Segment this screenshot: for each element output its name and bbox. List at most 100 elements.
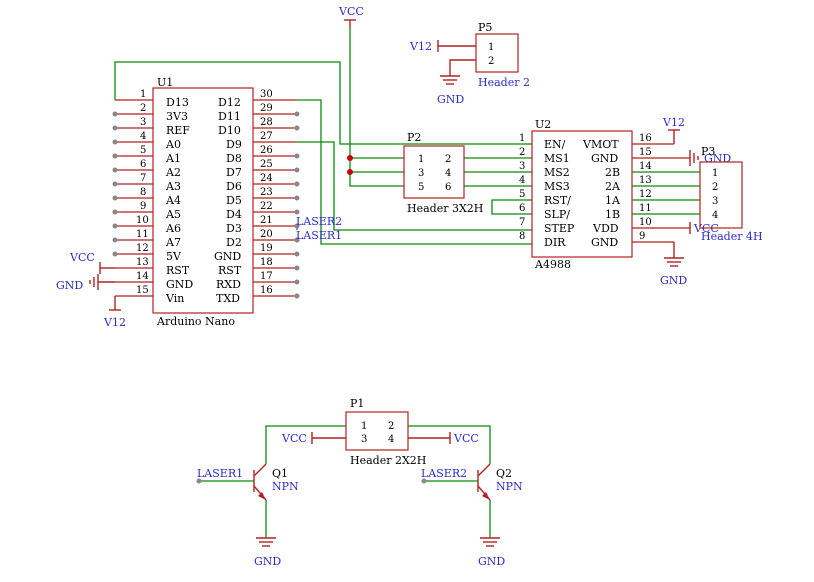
- q1-gnd-symbol: GND: [254, 537, 281, 568]
- q2-npn-transistor[interactable]: Q2 NPN LASER2: [421, 463, 523, 501]
- q1-gnd-label: GND: [254, 555, 281, 568]
- u1-pin-num: 5: [140, 145, 146, 156]
- u1-pin-num: 20: [260, 229, 273, 240]
- u2-pin-num: 15: [639, 147, 652, 158]
- q1-npn-transistor[interactable]: Q1 NPN LASER1: [196, 463, 300, 501]
- p2-pin: 4: [445, 168, 451, 179]
- u2-pin-name: RST/: [544, 194, 571, 207]
- u1-gnd-label: GND: [56, 279, 83, 292]
- u1-pin-name: D3: [226, 222, 242, 235]
- u1-pin-num: 19: [260, 243, 273, 254]
- u1-pin-num: 29: [260, 103, 273, 114]
- u1-pin-name: 5V: [166, 250, 182, 263]
- u1-pin-name: A4: [165, 194, 181, 207]
- q2-value: NPN: [496, 480, 523, 493]
- u1-pin-num: 1: [140, 89, 146, 100]
- vcc-top-label: VCC: [338, 5, 364, 18]
- u1-pin-name: A6: [165, 222, 181, 235]
- u1-pin-num: 9: [140, 201, 146, 212]
- u1-pin-num: 25: [260, 159, 273, 170]
- u2-pin-name: EN/: [544, 138, 566, 151]
- u1-pin-name: A3: [165, 180, 181, 193]
- u1-pin-name: Vin: [165, 292, 184, 305]
- p3-pin: 4: [712, 210, 718, 221]
- q2-laser2-label: LASER2: [421, 467, 467, 480]
- u1-pin-name: D7: [226, 166, 242, 179]
- u2-pin-num: 1: [519, 133, 525, 144]
- u1-pin-name: D11: [218, 110, 241, 123]
- u2-pin-name: VMOT: [582, 138, 619, 151]
- u1-value: Arduino Nano: [156, 315, 235, 328]
- u1-pin-name: A1: [165, 152, 181, 165]
- u1-pin-name: A5: [165, 208, 181, 221]
- u1-pin-num: 13: [136, 257, 149, 268]
- junction-dots: [347, 155, 353, 175]
- u1-pin-num: 14: [136, 271, 149, 282]
- p1-vcc-right-label: VCC: [453, 432, 479, 445]
- u2-pin-name: DIR: [544, 236, 566, 249]
- u1-pin-name: D6: [226, 180, 242, 193]
- vcc-top-port: VCC: [338, 5, 364, 28]
- u1-pin-num: 16: [260, 285, 273, 296]
- p1-pin: 2: [388, 421, 394, 432]
- u1-v12-label: V12: [103, 316, 126, 329]
- u1-pin-num: 22: [260, 201, 273, 212]
- p1-body: [345, 411, 409, 451]
- u2-pin-name: 2A: [605, 180, 621, 193]
- q2-gnd-label: GND: [478, 555, 505, 568]
- p2-header-3x2h[interactable]: P2 Header 3X2H 1 2 3 4 5 6: [403, 131, 483, 215]
- p1-header-2x2h[interactable]: P1 Header 2X2H 1 2 3 4 VCC VCC: [281, 397, 479, 467]
- u2-pin-num: 6: [519, 203, 525, 214]
- u2-pin-num: 8: [519, 231, 525, 242]
- p3-header-4h[interactable]: P3 Header 4H 1 2 3 4: [699, 145, 763, 243]
- u1-v12-port: V12: [103, 296, 126, 329]
- u1-pin-num: 26: [260, 145, 273, 156]
- u1-arduino-nano[interactable]: U1 Arduino Nano: [112, 76, 300, 328]
- p1-vcc-left-label: VCC: [281, 432, 307, 445]
- u2-pin-num: 16: [639, 133, 652, 144]
- u1-pin-name: REF: [166, 124, 190, 137]
- u2-gnd9-symbol: GND: [660, 242, 687, 287]
- u1-pin-name: RXD: [216, 278, 241, 291]
- u1-pin-name: D4: [226, 208, 242, 221]
- u1-pin-name: A0: [165, 138, 181, 151]
- p3-pin: 2: [712, 182, 718, 193]
- u1-pin-num: 24: [260, 173, 273, 184]
- u1-pin-name: RST: [218, 264, 242, 277]
- u1-pin-num: 27: [260, 131, 273, 142]
- u1-vcc-port: VCC: [69, 251, 115, 274]
- p3-ref: P3: [701, 145, 715, 158]
- p5-pin: 1: [488, 42, 494, 53]
- p2-pin: 5: [418, 182, 424, 193]
- p2-pin: 2: [445, 154, 451, 165]
- p3-pin: 3: [712, 196, 718, 207]
- q1-ref: Q1: [272, 467, 288, 480]
- u1-gnd-symbol: GND: [56, 274, 115, 292]
- u1-right-pin-nc-dots: [294, 111, 300, 299]
- p5-ref: P5: [478, 21, 492, 34]
- laser-net-labels: LASER2 LASER1: [294, 215, 342, 243]
- u1-pin-name: 3V3: [166, 110, 188, 123]
- p1-value: Header 2X2H: [350, 454, 426, 467]
- u1-pin-name: D13: [166, 96, 189, 109]
- p2-body: [403, 145, 465, 199]
- laser2-label: LASER2: [296, 215, 342, 228]
- u1-pin-num: 3: [140, 117, 146, 128]
- u1-pin-name: D8: [226, 152, 242, 165]
- p5-header-2[interactable]: P5 Header 2 1 2 V12 GND: [409, 21, 530, 106]
- u2-pin-name: STEP: [544, 222, 575, 235]
- u1-pin-name: D12: [218, 96, 241, 109]
- u1-pin-num: 12: [136, 243, 149, 254]
- u2-right-pins: [632, 143, 690, 243]
- u1-pin-num: 30: [260, 89, 273, 100]
- u2-a4988[interactable]: U2 A4988 1 2 3 4 5 6 7 8 EN/ MS1 MS2 MS3…: [519, 118, 690, 271]
- p3-value: Header 4H: [701, 230, 763, 243]
- u1-pin-num: 18: [260, 257, 273, 268]
- u1-pin-name: A2: [165, 166, 181, 179]
- q1-value: NPN: [272, 480, 299, 493]
- p1-pin: 3: [361, 434, 367, 445]
- u2-pin-name: 1A: [605, 194, 621, 207]
- u2-pin-num: 10: [639, 217, 652, 228]
- u1-pin-num: 4: [140, 131, 146, 142]
- p5-value: Header 2: [478, 76, 530, 89]
